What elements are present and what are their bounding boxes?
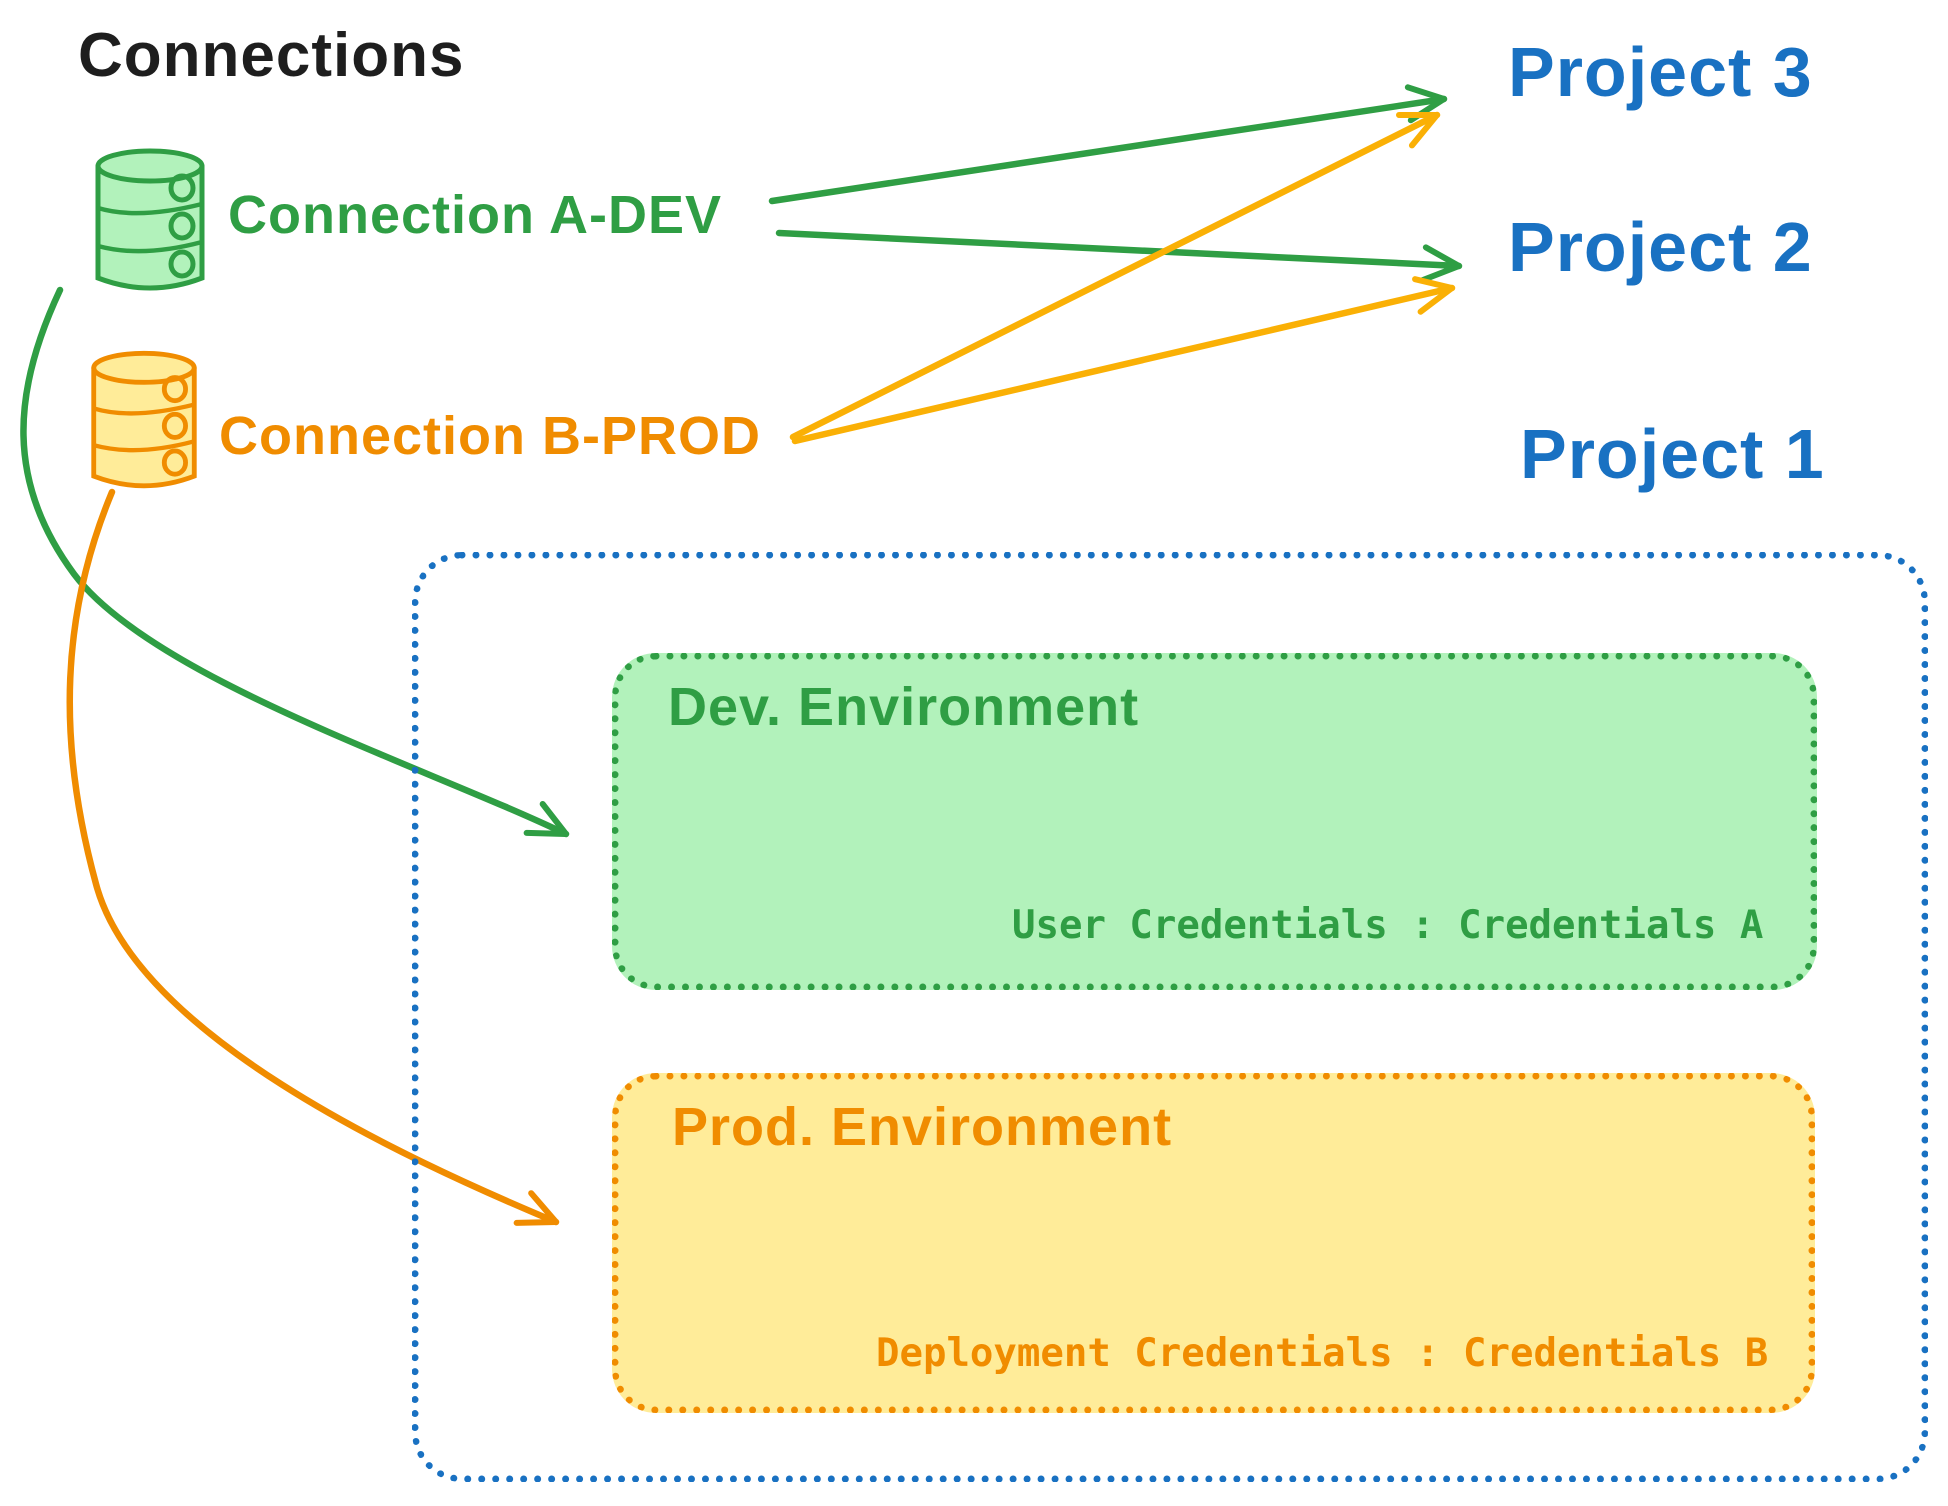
project1-container [412,552,1928,1482]
database-icon [91,350,197,489]
connection-a-dev-label: Connection A-DEV [228,185,722,245]
database-icon [95,148,205,291]
arrow-bprod-project3 [789,111,1441,441]
dev-credentials-text: User Credentials : Credentials A [1012,903,1764,948]
arrow-adev-project2 [775,229,1463,284]
dev-environment-title: Dev. Environment [668,677,1140,737]
prod-credentials-text: Deployment Credentials : Credentials B [876,1331,1769,1376]
arrow-adev-project3 [768,84,1448,205]
project-1-label: Project 1 [1520,415,1825,493]
page-title: Connections [78,21,465,90]
prod-environment-box [612,1073,1815,1413]
connection-b-prod-label: Connection B-PROD [219,406,761,466]
arrow-bprod-project2 [791,276,1456,445]
project-2-label: Project 2 [1508,208,1813,286]
dev-environment-box [612,653,1817,990]
project-3-label: Project 3 [1508,33,1813,111]
prod-environment-title: Prod. Environment [672,1097,1173,1157]
